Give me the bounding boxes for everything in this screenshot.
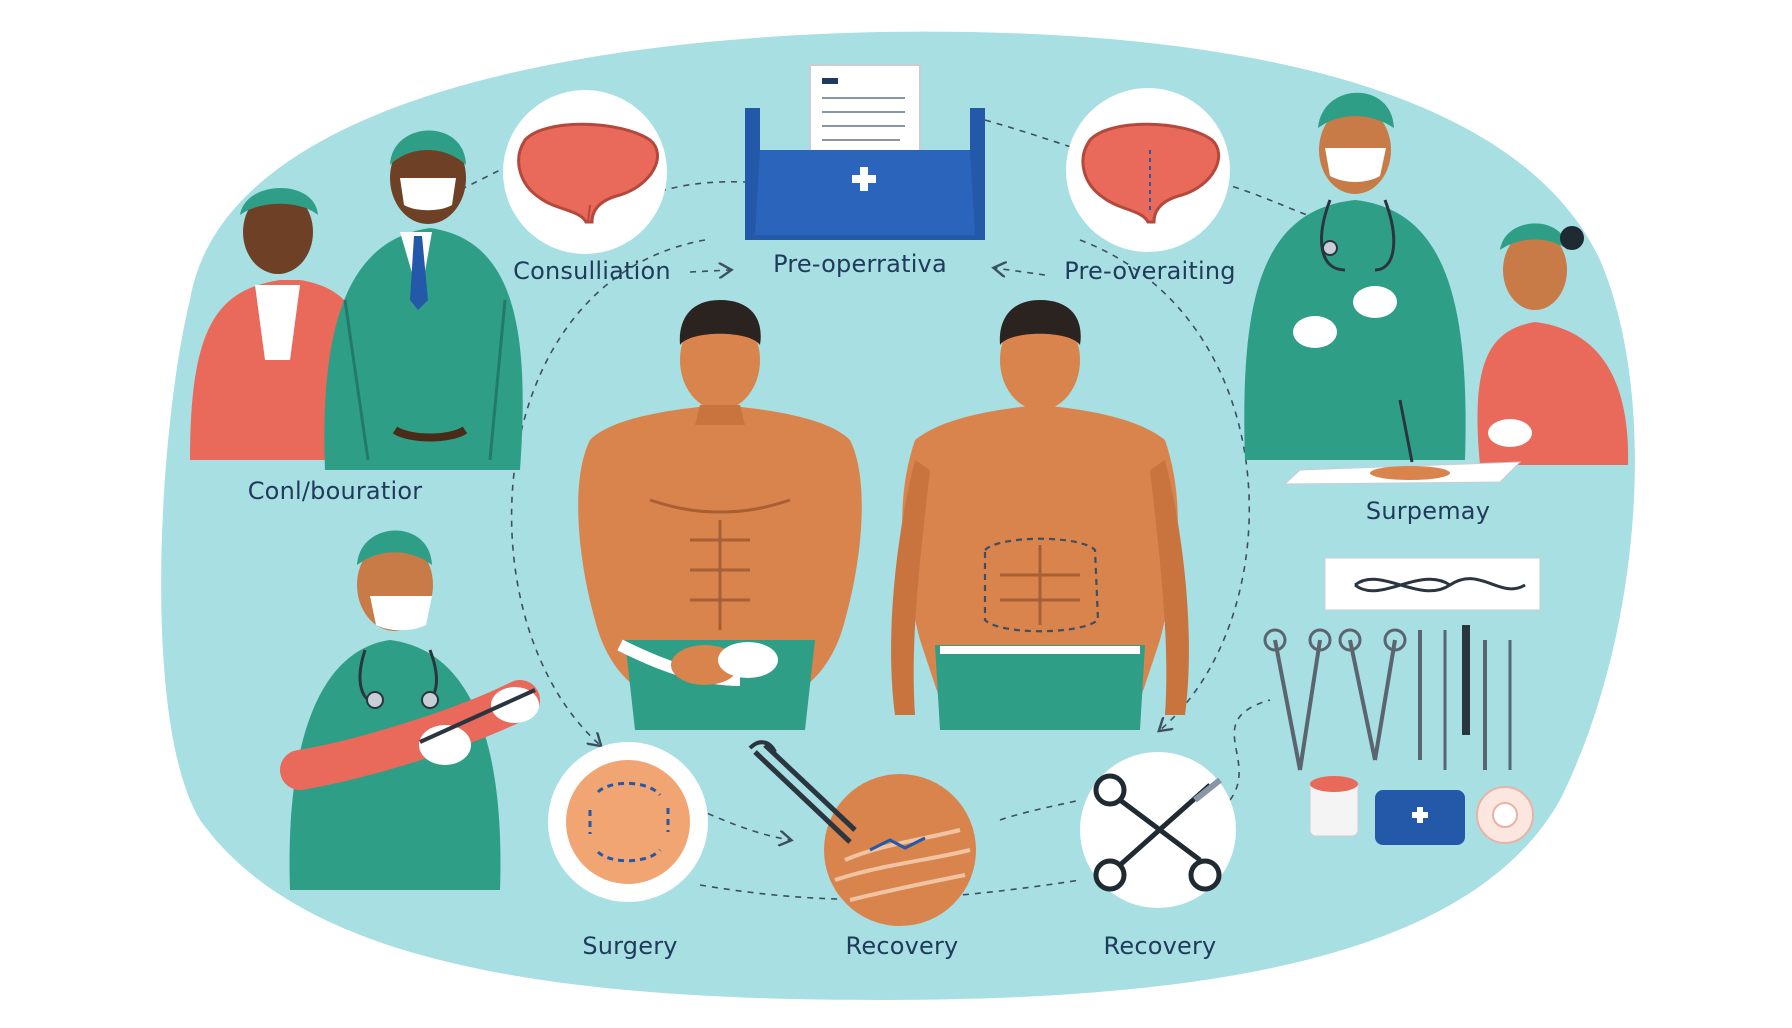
surgical-instruments xyxy=(1263,557,1541,771)
liver-icon-right xyxy=(1066,88,1230,252)
liver-icon-left xyxy=(503,90,667,254)
label-surgery: Surgery xyxy=(582,932,678,960)
label-pre-operative: Pre-operrativa xyxy=(773,250,947,278)
surgeon-with-scalpel xyxy=(280,530,540,890)
scissors-icon xyxy=(1080,752,1236,908)
connector-right-arc xyxy=(1079,239,1251,730)
torso-after xyxy=(891,300,1189,730)
incision-icon xyxy=(548,742,708,902)
connector-instruments xyxy=(1229,699,1271,801)
connector-recovery-up xyxy=(999,799,1081,821)
stitches-icon xyxy=(748,740,976,926)
consultation-people xyxy=(190,130,523,470)
label-recovery-right: Recovery xyxy=(1103,932,1217,960)
label-recovery-center: Recovery xyxy=(845,932,959,960)
torso-before xyxy=(578,300,862,730)
label-surpemay: Surpemay xyxy=(1365,497,1491,525)
label-collaboration: Conl/bouratior xyxy=(247,477,423,505)
connector-pre-arrow-right xyxy=(995,268,1046,275)
connector-preop-to-preoperating xyxy=(984,119,1081,151)
medical-folder-icon xyxy=(745,64,985,240)
surgical-team xyxy=(1244,92,1629,485)
label-consultation: Consulliation xyxy=(513,257,671,285)
label-pre-operating: Pre-overaiting xyxy=(1064,257,1236,285)
medical-supplies xyxy=(1309,776,1534,845)
